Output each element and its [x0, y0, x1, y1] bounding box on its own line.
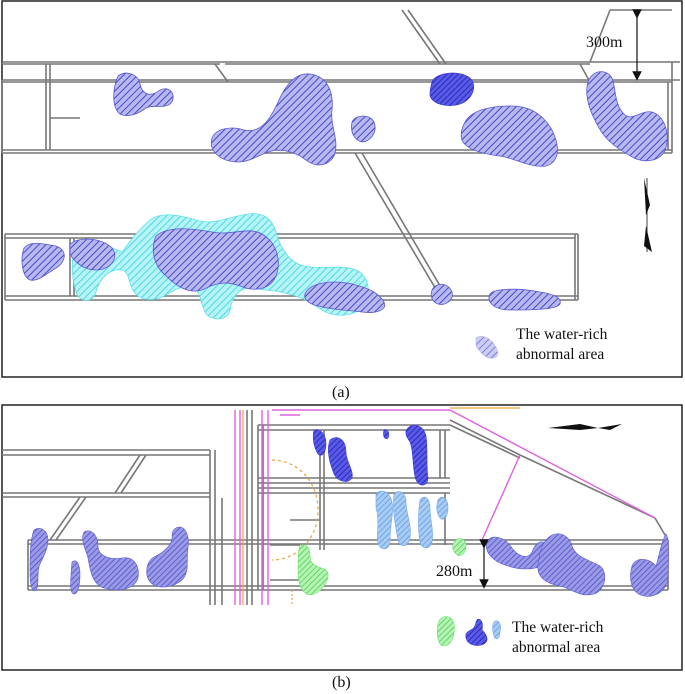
panel-a-frame [1, 0, 683, 378]
panel-a-anomalies-upper [113, 71, 668, 167]
panel-a-anomalies-lower [21, 228, 561, 313]
panel-b-anomalies-green [297, 538, 467, 596]
legend-line-2: abnormal area [512, 639, 601, 656]
panel-a-roadways [1, 9, 680, 301]
legend-swatches-b-icon [436, 616, 501, 647]
caption-a: (a) [332, 384, 350, 401]
caption-b: (b) [332, 674, 351, 691]
panel-b-anomalies-blue [312, 424, 429, 486]
legend-label-a: The water-rich abnormal area [516, 325, 607, 365]
dimension-label-a: 300m [586, 34, 623, 51]
legend-line-1: The water-rich [512, 619, 604, 636]
panel-b-boundary-orange [242, 407, 520, 605]
legend-line-1: The water-rich [516, 326, 608, 343]
north-arrow-b-icon [548, 424, 622, 430]
panel-b-boundary-magenta [234, 409, 656, 605]
north-arrow-icon [644, 178, 652, 252]
legend-line-2: abnormal area [516, 346, 605, 363]
panel-b-anomalies-violet [29, 526, 669, 597]
panel-b-anomalies-lightblue [375, 490, 449, 550]
dimension-label-b: 280m [436, 563, 473, 580]
legend-swatch-a-icon [475, 336, 499, 359]
legend-label-b: The water-rich abnormal area [512, 618, 603, 658]
panel-b-frame [1, 404, 683, 671]
